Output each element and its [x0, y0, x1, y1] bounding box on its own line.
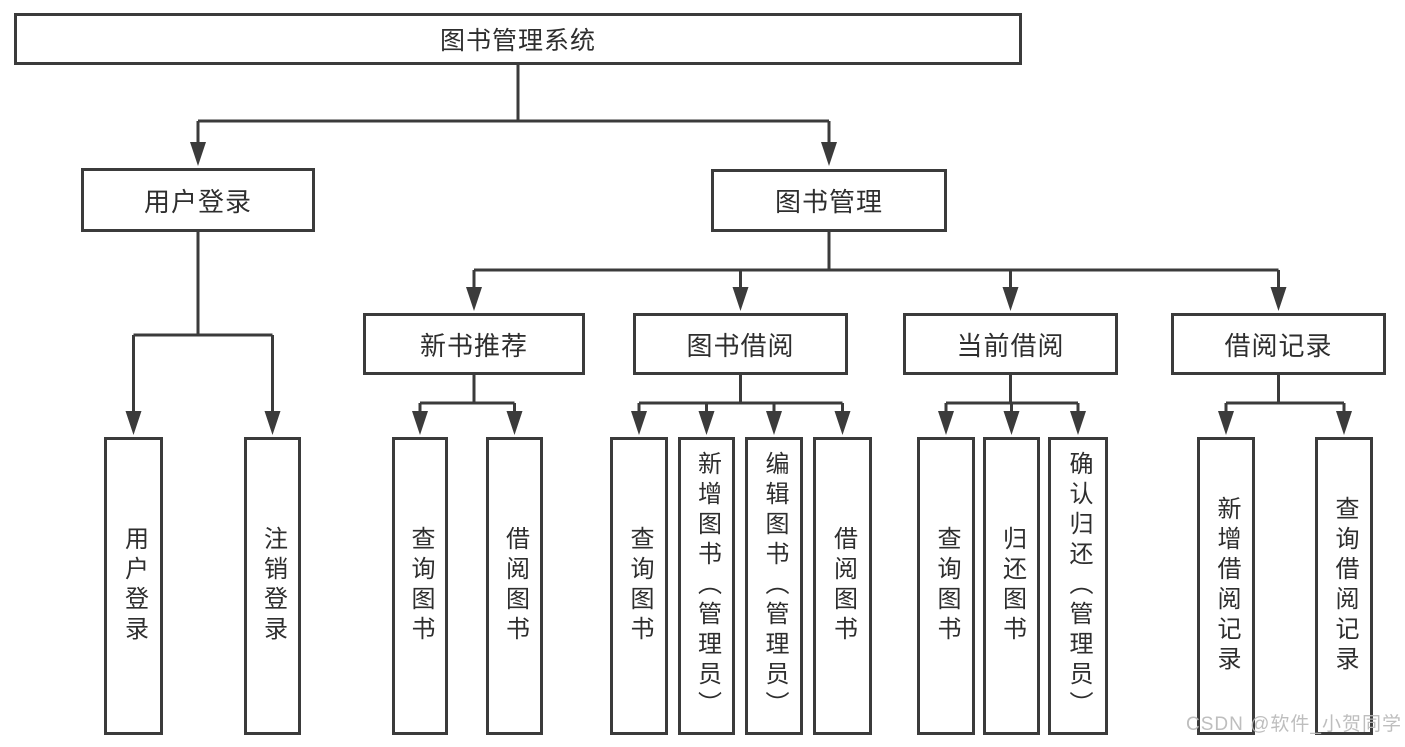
arrowhead-icon: [412, 411, 428, 435]
arrowhead-icon: [732, 287, 749, 311]
arrowhead-icon: [631, 411, 647, 435]
connector-current-borrow-split: [944, 375, 1080, 413]
leaf-borrow-books-recommend-label: 借阅图书: [501, 526, 529, 646]
arrowhead-icon: [466, 287, 482, 311]
node-book-management: 图书管理: [711, 169, 947, 232]
leaf-query-books-borrow: 查询图书: [610, 437, 668, 735]
node-root: 图书管理系统: [14, 13, 1022, 65]
node-book-management-label: 图书管理: [774, 187, 883, 217]
node-user-login: 用户登录: [81, 168, 315, 232]
leaf-user-login: 用户登录: [104, 437, 163, 735]
leaf-edit-books-admin-label: 编辑图书（管理员）: [761, 451, 788, 721]
arrowhead-icon: [1070, 411, 1086, 435]
arrowhead-icon: [1218, 411, 1234, 435]
leaf-add-borrow-record: 新增借阅记录: [1197, 437, 1255, 735]
connector-new-book-recommend-split: [418, 375, 516, 413]
leaf-return-books-label: 归还图书: [998, 526, 1026, 646]
leaf-logout: 注销登录: [244, 437, 301, 735]
arrowhead-icon: [821, 142, 837, 166]
leaf-logout-label: 注销登录: [259, 526, 287, 646]
connector-user-login-split: [132, 232, 274, 413]
leaf-add-borrow-record-label: 新增借阅记录: [1213, 496, 1240, 676]
leaf-edit-books-admin: 编辑图书（管理员）: [745, 437, 803, 735]
node-user-login-label: 用户登录: [143, 186, 252, 217]
leaf-query-books-recommend-label: 查询图书: [407, 526, 434, 646]
node-book-borrow: 图书借阅: [633, 313, 848, 375]
node-current-borrow: 当前借阅: [903, 313, 1118, 375]
arrowhead-icon: [1336, 411, 1352, 435]
arrowhead-icon: [190, 142, 206, 166]
connector-book-borrow-split: [637, 375, 844, 413]
leaf-query-books-recommend: 查询图书: [392, 437, 448, 735]
node-new-book-recommend: 新书推荐: [363, 313, 585, 375]
leaf-return-books: 归还图书: [983, 437, 1040, 735]
leaf-query-books-current-label: 查询图书: [933, 526, 960, 646]
leaf-confirm-return-admin: 确认归还（管理员）: [1048, 437, 1108, 735]
arrowhead-icon: [1270, 287, 1287, 311]
arrowhead-icon: [1002, 287, 1019, 311]
leaf-query-books-borrow-label: 查询图书: [626, 526, 653, 646]
node-new-book-recommend-label: 新书推荐: [419, 330, 528, 361]
node-root-label: 图书管理系统: [439, 27, 596, 55]
arrowhead-icon: [125, 411, 142, 435]
leaf-query-borrow-record-label: 查询借阅记录: [1331, 496, 1358, 676]
leaf-query-books-current: 查询图书: [917, 437, 975, 735]
arrowhead-icon: [1003, 411, 1020, 435]
node-current-borrow-label: 当前借阅: [956, 330, 1065, 361]
connector-book-management-split: [472, 232, 1280, 289]
leaf-user-login-label: 用户登录: [120, 526, 148, 646]
arrowhead-icon: [766, 411, 782, 435]
connector-borrow-records-split: [1224, 375, 1346, 413]
arrowhead-icon: [834, 411, 851, 435]
connector-root-split: [196, 65, 831, 146]
watermark: CSDN @软件_小贺同学: [1186, 714, 1402, 735]
arrowhead-icon: [698, 411, 715, 435]
leaf-add-books-admin-label: 新增图书（管理员）: [693, 451, 721, 721]
leaf-borrow-books-borrow: 借阅图书: [813, 437, 872, 735]
arrowhead-icon: [938, 411, 954, 435]
arrowhead-icon: [506, 411, 523, 435]
leaf-query-borrow-record: 查询借阅记录: [1315, 437, 1373, 735]
leaf-add-books-admin: 新增图书（管理员）: [678, 437, 735, 735]
arrowheads: [125, 142, 1352, 435]
node-book-borrow-label: 图书借阅: [686, 330, 795, 361]
leaf-borrow-books-borrow-label: 借阅图书: [829, 526, 857, 646]
node-borrow-records: 借阅记录: [1171, 313, 1386, 375]
leaf-confirm-return-admin-label: 确认归还（管理员）: [1065, 451, 1092, 721]
leaf-borrow-books-recommend: 借阅图书: [486, 437, 543, 735]
arrowhead-icon: [264, 411, 281, 435]
node-borrow-records-label: 借阅记录: [1224, 330, 1333, 361]
